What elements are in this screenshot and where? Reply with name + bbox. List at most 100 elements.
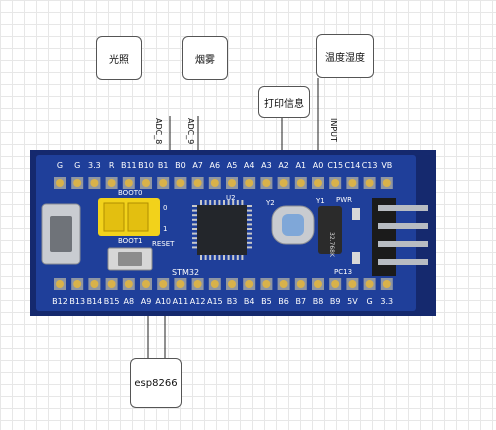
header-pin xyxy=(378,205,428,211)
chip-lead xyxy=(192,242,197,244)
bottom-pin-hole xyxy=(245,280,253,288)
header-pin xyxy=(378,223,428,229)
esp8266-box: esp8266 xyxy=(130,358,182,408)
bottom-pin-hole xyxy=(159,280,167,288)
bottom-pin-label: A11 xyxy=(173,297,189,306)
bottom-pin-hole xyxy=(280,280,288,288)
top-pin-hole xyxy=(90,179,98,187)
bottom-pin-label: A10 xyxy=(155,297,171,306)
top-pin-hole xyxy=(73,179,81,187)
top-pin-hole xyxy=(383,179,391,187)
top-pin-label: A7 xyxy=(192,161,203,170)
chip-lead xyxy=(192,233,197,235)
top-pin-hole xyxy=(125,179,133,187)
bottom-pin-label: B8 xyxy=(313,297,324,306)
chip-lead xyxy=(192,210,197,212)
bottom-pin-hole xyxy=(331,280,339,288)
bottom-pin-hole xyxy=(108,280,116,288)
top-pin-hole xyxy=(176,179,184,187)
y1-label: Y1 xyxy=(315,197,325,205)
chip-lead xyxy=(247,205,252,207)
top-pin-label: C14 xyxy=(345,161,361,170)
chip-lead xyxy=(241,200,243,205)
top-pin-label: B10 xyxy=(138,161,154,170)
chip-lead xyxy=(223,200,225,205)
chip-lead xyxy=(223,255,225,260)
top-pin-label: A6 xyxy=(210,161,221,170)
y2-label: Y2 xyxy=(265,199,275,207)
chip-lead xyxy=(247,214,252,216)
chip-lead xyxy=(192,205,197,207)
boot1-label: BOOT1 xyxy=(118,237,142,245)
usb-port xyxy=(50,216,72,252)
chip-lead xyxy=(192,223,197,225)
light-sensor-box: 光照 xyxy=(96,36,142,80)
crystal-y2-inner xyxy=(282,214,304,236)
top-pin-hole xyxy=(348,179,356,187)
top-pin-label: A2 xyxy=(278,161,289,170)
top-pin-hole xyxy=(159,179,167,187)
pwr-led xyxy=(352,208,360,220)
top-pin-hole xyxy=(211,179,219,187)
top-pin-hole xyxy=(108,179,116,187)
chip-lead xyxy=(247,228,252,230)
bottom-pin-hole xyxy=(56,280,64,288)
header-pin xyxy=(378,259,428,265)
top-pin-label: G xyxy=(57,161,63,170)
chip-lead xyxy=(228,255,230,260)
top-pin-label: A1 xyxy=(296,161,307,170)
bottom-pin-hole xyxy=(90,280,98,288)
boot0-label: BOOT0 xyxy=(118,189,142,197)
top-pin-hole xyxy=(280,179,288,187)
bottom-pin-hole xyxy=(211,280,219,288)
chip-lead xyxy=(192,214,197,216)
top-pin-hole xyxy=(228,179,236,187)
chip-lead xyxy=(247,233,252,235)
chip-lead xyxy=(247,219,252,221)
chip-lead xyxy=(247,223,252,225)
chip-lead xyxy=(214,200,216,205)
bottom-pin-hole xyxy=(314,280,322,288)
smoke-sensor-box: 烟雾 xyxy=(182,36,228,80)
chip-lead xyxy=(218,255,220,260)
chip-lead xyxy=(218,200,220,205)
bottom-pin-label: 3.3 xyxy=(380,297,393,306)
top-pin-hole xyxy=(142,179,150,187)
top-pin-label: VB xyxy=(381,161,392,170)
bottom-pin-label: B14 xyxy=(87,297,103,306)
reset-label: RESET xyxy=(152,240,175,248)
bottom-pin-label: B4 xyxy=(244,297,255,306)
bottom-pin-label: B13 xyxy=(69,297,85,306)
top-pin-hole xyxy=(297,179,305,187)
bottom-pin-label: A8 xyxy=(124,297,135,306)
top-pin-hole xyxy=(56,179,64,187)
reset-button-cap xyxy=(118,252,142,266)
top-pin-label: A0 xyxy=(313,161,324,170)
bottom-pin-label: 5V xyxy=(347,297,358,306)
top-pin-label: B1 xyxy=(158,161,169,170)
bottom-pin-label: B3 xyxy=(227,297,238,306)
chip-lead xyxy=(192,219,197,221)
bottom-pin-hole xyxy=(297,280,305,288)
top-pin-label: R xyxy=(109,161,115,170)
chip-lead xyxy=(192,246,197,248)
chip-lead xyxy=(241,255,243,260)
chip-lead xyxy=(214,255,216,260)
chip-lead xyxy=(237,200,239,205)
jumper-mark-0: 0 xyxy=(163,204,167,212)
top-pin-label: C15 xyxy=(327,161,343,170)
bottom-pin-hole xyxy=(383,280,391,288)
bottom-pin-label: A9 xyxy=(141,297,152,306)
top-pin-hole xyxy=(262,179,270,187)
adc9-label: ADC_9 xyxy=(186,118,195,144)
u2-label: U2 xyxy=(226,194,236,202)
top-pin-label: 3.3 xyxy=(88,161,101,170)
bottom-pin-hole xyxy=(348,280,356,288)
top-pin-hole xyxy=(194,179,202,187)
chip-lead xyxy=(209,200,211,205)
bottom-pin-hole xyxy=(73,280,81,288)
pwr-label: PWR xyxy=(336,196,352,204)
top-pin-label: A4 xyxy=(244,161,255,170)
jumper-cap-2 xyxy=(128,203,148,231)
